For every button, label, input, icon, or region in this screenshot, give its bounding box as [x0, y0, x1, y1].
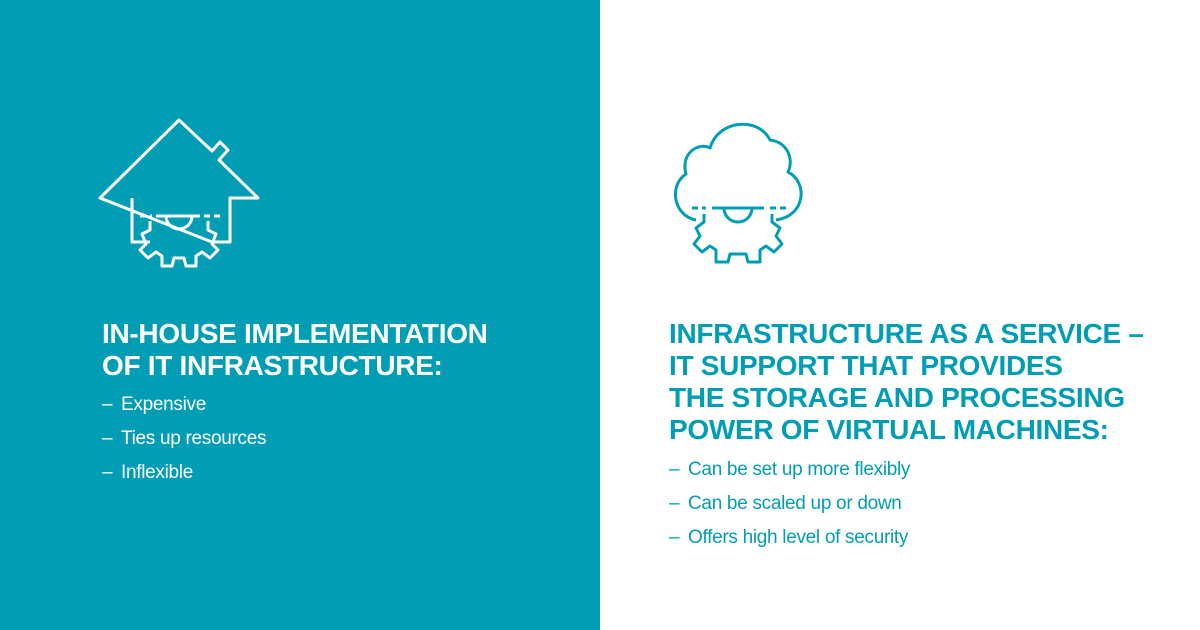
list-item: –Ties up resources [102, 422, 267, 456]
house-with-gear-icon [98, 118, 260, 268]
list-item: –Can be scaled up or down [669, 487, 910, 521]
iaas-panel: INFRASTRUCTURE AS A SERVICE – IT SUPPORT… [600, 0, 1200, 630]
item-text: Expensive [121, 394, 206, 415]
dash-marker: – [669, 459, 680, 480]
heading-line: INFRASTRUCTURE AS A SERVICE – [669, 318, 1144, 349]
cloud-with-gear-icon [674, 122, 803, 264]
list-item: –Offers high level of security [669, 521, 910, 555]
list-item: –Can be set up more flexibly [669, 453, 910, 487]
heading-line: OF IT INFRASTRUCTURE: [102, 350, 443, 381]
dash-marker: – [102, 462, 113, 483]
list-item: –Inflexible [102, 456, 266, 490]
dash-marker: – [669, 493, 680, 514]
heading-line: THE STORAGE AND PROCESSING [669, 382, 1125, 413]
iaas-benefits-list: –Can be set up more flexibly –Can be sca… [669, 453, 910, 555]
in-house-panel: IN-HOUSE IMPLEMENTATION OF IT INFRASTRUC… [0, 0, 600, 630]
dash-marker: – [102, 428, 113, 449]
dash-marker: – [102, 394, 113, 415]
item-text: Offers high level of security [688, 527, 909, 548]
iaas-heading: INFRASTRUCTURE AS A SERVICE – IT SUPPORT… [669, 318, 1169, 446]
item-text: Inflexible [121, 462, 193, 483]
dash-marker: – [669, 527, 680, 548]
item-text: Can be scaled up or down [688, 493, 902, 514]
heading-line: POWER OF VIRTUAL MACHINES: [669, 414, 1109, 445]
in-house-heading: IN-HOUSE IMPLEMENTATION OF IT INFRASTRUC… [102, 318, 562, 382]
heading-line: IN-HOUSE IMPLEMENTATION [102, 318, 488, 349]
heading-line: IT SUPPORT THAT PROVIDES [669, 350, 1063, 381]
list-item: –Expensive [102, 388, 266, 422]
item-text: Can be set up more flexibly [688, 459, 911, 480]
in-house-drawbacks-list: –Expensive –Ties up resources –Inflexibl… [102, 388, 267, 490]
item-text: Ties up resources [121, 428, 267, 449]
